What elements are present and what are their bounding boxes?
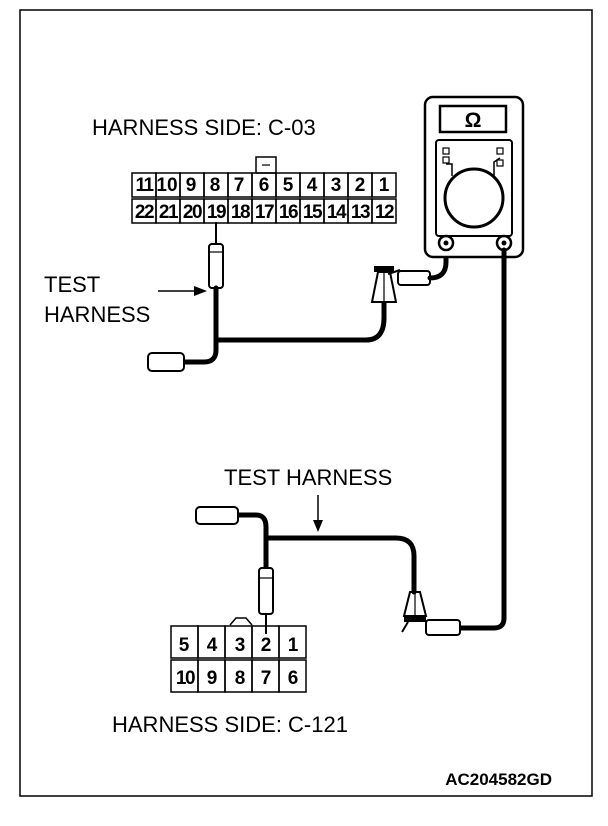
probe-c03-pin19 <box>208 222 224 289</box>
figure-code: AC204582GD <box>445 770 552 789</box>
connector-c121-bottom-row: 10 9 8 7 6 <box>176 668 298 689</box>
meter-lead-right-plug <box>425 619 461 636</box>
pin-c03-13: 13 <box>351 202 370 223</box>
pin-c121-7: 7 <box>261 668 272 689</box>
test-harness-left-arrow-icon <box>158 286 207 296</box>
pin-c03-12: 12 <box>375 202 394 223</box>
pin-c03-19: 19 <box>207 202 226 223</box>
probe-c121-pin2 <box>258 567 274 634</box>
test-harness-bottom-plug <box>195 506 239 525</box>
connector-c121-top-row: 5 4 3 2 1 <box>179 635 299 656</box>
ohmmeter: Ω <box>423 95 525 259</box>
test-harness-bottom-wire <box>235 512 417 595</box>
connector-c03-label: HARNESS SIDE: C-03 <box>92 115 316 140</box>
pin-c121-8: 8 <box>235 668 246 689</box>
connector-c121-latch <box>229 617 253 626</box>
pin-c121-9: 9 <box>207 668 218 689</box>
meter-lead-right <box>457 247 507 631</box>
pin-c03-21: 21 <box>159 202 179 223</box>
connector-c03-cavity <box>371 198 397 224</box>
pin-c121-10: 10 <box>176 668 195 689</box>
pin-c03-2: 2 <box>355 175 366 196</box>
pin-c121-5: 5 <box>179 635 190 656</box>
test-harness-bottom-arrow-icon <box>313 495 323 532</box>
pin-c03-17: 17 <box>255 202 274 223</box>
pin-c03-14: 14 <box>327 202 347 223</box>
pin-c03-20: 20 <box>183 202 202 223</box>
pin-c03-4: 4 <box>307 175 318 196</box>
test-harness-left-plug <box>147 352 185 372</box>
pin-c121-4: 4 <box>207 635 218 656</box>
pin-c03-11: 11 <box>135 175 154 196</box>
pin-c03-7: 7 <box>234 175 245 196</box>
pin-c03-16: 16 <box>279 202 298 223</box>
pin-c03-3: 3 <box>331 175 342 196</box>
connector-c03-bottom-row: 22 21 20 19 18 17 16 15 14 13 12 <box>135 202 396 223</box>
pin-c121-1: 1 <box>288 635 299 656</box>
connector-c121-cavity <box>278 659 307 693</box>
pin-c03-15: 15 <box>303 202 323 223</box>
pin-c121-2: 2 <box>261 635 272 656</box>
ohmmeter-selector-dial <box>443 167 505 229</box>
pin-c121-6: 6 <box>288 668 299 689</box>
pin-c03-6: 6 <box>259 175 270 196</box>
pin-c03-5: 5 <box>283 175 294 196</box>
test-harness-left-label-line1: TEST <box>44 272 100 297</box>
ohmmeter-display <box>438 104 508 134</box>
ohm-symbol-icon: Ω <box>465 109 482 132</box>
connector-c121-label: HARNESS SIDE: C-121 <box>112 712 348 737</box>
connector-c121: 5 4 3 2 1 10 9 8 7 6 <box>170 617 307 693</box>
test-harness-left-label-line2: HARNESS <box>44 302 150 327</box>
connector-c03: 11 10 9 8 7 6 5 4 3 2 1 22 21 20 19 18 1… <box>131 156 397 224</box>
pin-c03-8: 8 <box>210 175 221 196</box>
pin-c03-9: 9 <box>186 175 197 196</box>
test-harness-bottom-label: TEST HARNESS <box>224 465 392 490</box>
pin-c03-1: 1 <box>379 175 390 196</box>
pin-c03-10: 10 <box>156 175 177 196</box>
connector-c03-cavity <box>371 172 397 198</box>
pin-c03-22: 22 <box>135 202 154 223</box>
meter-lead-left <box>397 240 449 286</box>
diagram-frame <box>19 9 593 797</box>
test-harness-left-wire <box>181 285 387 365</box>
clip-bottom <box>401 591 428 633</box>
pin-c121-3: 3 <box>235 635 246 656</box>
clip-top <box>370 266 401 303</box>
connector-c121-cavity <box>278 625 307 659</box>
connector-c03-top-row: 11 10 9 8 7 6 5 4 3 2 1 <box>135 175 389 196</box>
pin-c03-18: 18 <box>231 202 250 223</box>
